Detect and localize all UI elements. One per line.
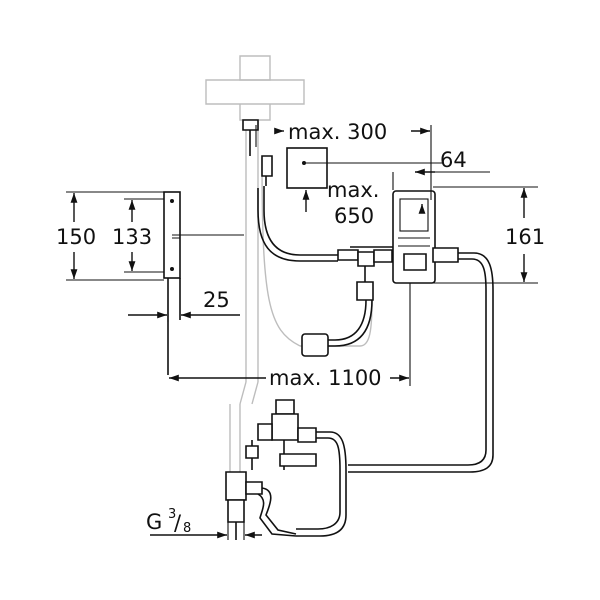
- dim-thread-label: G 3 / 8: [146, 507, 191, 536]
- sensor-box: [286, 147, 443, 189]
- dim-64-label: 64: [440, 148, 467, 172]
- dim-150-label: 150: [56, 225, 96, 249]
- thermostatic-mixer: [225, 399, 347, 540]
- hose-connections: [257, 186, 393, 357]
- power-supply-unit: [350, 190, 494, 291]
- thread-slash: /: [174, 511, 182, 535]
- dimension-lines: [66, 125, 538, 540]
- dim-161-label: 161: [505, 225, 545, 249]
- thread-numerator: 3: [168, 507, 176, 522]
- thread-denominator: 8: [183, 521, 191, 536]
- supply-hose: [348, 290, 494, 473]
- wall-bracket: [163, 191, 244, 375]
- dim-max-1100-label: max. 1100: [269, 366, 382, 390]
- dim-max-650-label-line1: max.: [327, 178, 379, 202]
- dim-max-300-label: max. 300: [288, 120, 387, 144]
- tap-body: [242, 119, 273, 186]
- dim-133-label: 133: [112, 225, 152, 249]
- dim-max-650-label-line2: 650: [334, 204, 374, 228]
- washbasin-outline: [205, 55, 373, 405]
- dim-25-label: 25: [203, 288, 230, 312]
- thread-g-label: G: [146, 510, 162, 534]
